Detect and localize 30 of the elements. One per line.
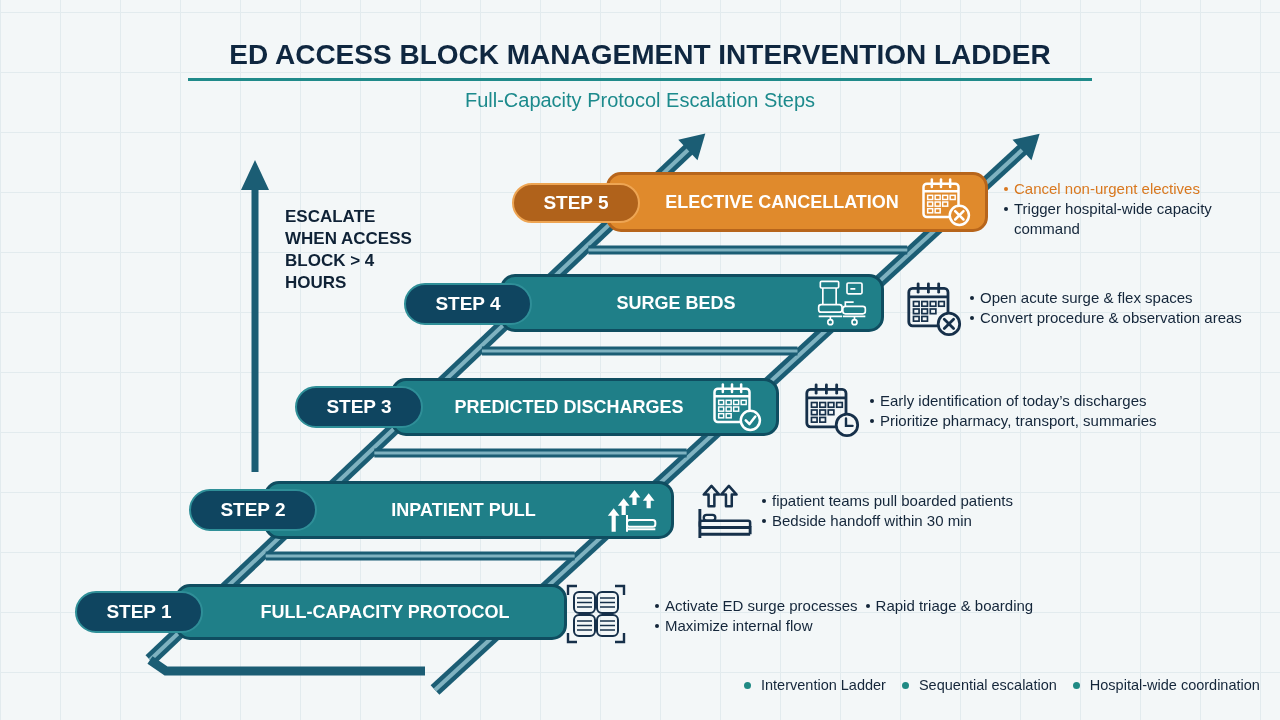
- subtitle: Full-Capacity Protocol Escalation Steps: [464, 89, 816, 112]
- step-badge: STEP 4: [404, 283, 532, 325]
- step-bar: [175, 584, 567, 640]
- bullet-text: Cancel non-urgent electives: [1014, 179, 1200, 199]
- bullet-text: Activate ED surge processes: [665, 596, 858, 616]
- step-bar: [606, 172, 988, 232]
- step-bar: [391, 378, 779, 436]
- legend-text: Sequential escalation: [918, 677, 1057, 693]
- bullet-text: Prioritize pharmacy, transport, summaries: [880, 411, 1157, 431]
- step-badge: STEP 5: [512, 183, 640, 223]
- bullet-text: Convert procedure & observation areas: [980, 308, 1242, 328]
- step-title: FULL-CAPACITY PROTOCOL: [260, 601, 510, 622]
- legend-text: Hospital-wide coordination: [1089, 677, 1260, 693]
- bullet-text: fipatient teams pull boarded patients: [772, 491, 1013, 511]
- bullet-text: Open acute surge & flex spaces: [980, 288, 1193, 308]
- step-bar: [500, 274, 884, 332]
- bullet-text: Rapid triage & boarding: [875, 596, 1034, 616]
- bullet-text: Maximize internal flow: [665, 616, 813, 636]
- step-title: ELECTIVE CANCELLATION: [665, 191, 899, 212]
- bullet-text: Early identification of today’s discharges: [880, 391, 1147, 411]
- step-badge: STEP 2: [189, 489, 317, 531]
- title: ED ACCESS BLOCK MANAGEMENT INTERVENTION LADDER: [188, 38, 1092, 81]
- step-title: INPATIENT PULL: [391, 499, 536, 520]
- bullet-text: Trigger hospital-wide capacity command: [1014, 199, 1213, 239]
- legend-text: Intervention Ladder: [761, 677, 886, 693]
- step-badge: STEP 1: [75, 591, 203, 633]
- bullet-text: Bedside handoff within 30 min: [772, 511, 972, 531]
- step-title: SURGE BEDS: [616, 292, 736, 313]
- step-title: PREDICTED DISCHARGES: [454, 396, 684, 417]
- step-badge: STEP 3: [295, 386, 423, 428]
